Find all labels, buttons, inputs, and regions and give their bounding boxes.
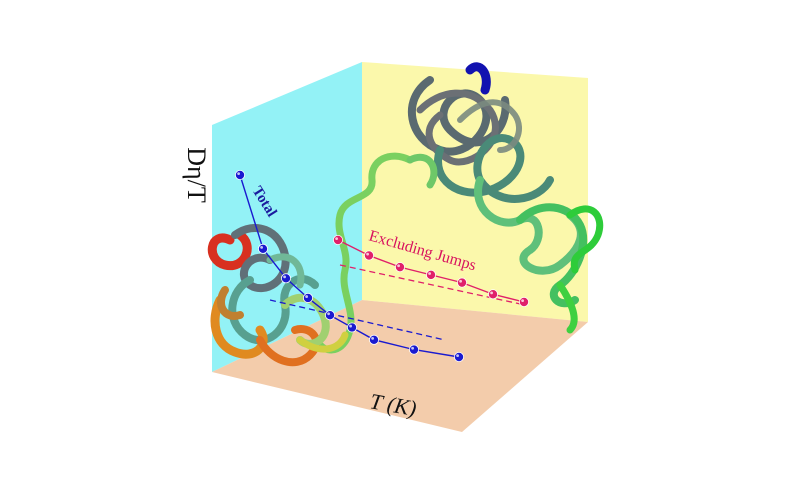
data-point-1-5 [487, 289, 498, 300]
data-point-highlight-1-6 [521, 299, 524, 302]
data-point-1-4 [456, 277, 467, 288]
y-axis-label: Dη/T [182, 147, 211, 203]
protein-tangle-right [408, 62, 604, 334]
data-point-highlight-0-0 [237, 172, 241, 176]
data-point-0-4 [324, 310, 335, 321]
data-point-highlight-1-1 [366, 252, 369, 256]
fit-line-1 [339, 264, 526, 306]
data-point-highlight-0-6 [371, 336, 374, 340]
data-point-highlight-0-4 [327, 312, 330, 316]
data-point-highlight-0-7 [411, 346, 414, 350]
data-point-highlight-0-3 [305, 295, 308, 298]
data-point-highlight-0-2 [283, 275, 286, 279]
data-point-0-7 [408, 344, 419, 355]
data-point-highlight-1-4 [459, 279, 462, 283]
data-point-0-6 [368, 334, 379, 345]
data-point-highlight-1-2 [397, 264, 400, 268]
data-point-0-2 [280, 273, 291, 284]
data-point-1-2 [394, 262, 405, 273]
data-point-1-1 [363, 250, 374, 261]
left-wall [212, 62, 362, 372]
data-point-0-5 [346, 322, 357, 333]
data-point-highlight-1-3 [428, 272, 431, 275]
series-total [234, 169, 464, 362]
data-point-1-0 [332, 234, 343, 245]
data-point-highlight-0-8 [456, 354, 459, 357]
series-excluding-jumps [332, 234, 530, 307]
data-point-0-3 [302, 292, 313, 303]
data-point-0-1 [257, 243, 268, 254]
data-point-0-0 [234, 169, 245, 180]
data-point-highlight-0-5 [349, 324, 352, 328]
data-point-1-6 [519, 296, 530, 307]
data-point-highlight-1-0 [335, 237, 338, 241]
data-point-1-3 [425, 269, 436, 280]
protein-tangle-left [207, 223, 349, 367]
data-point-highlight-0-1 [260, 245, 263, 249]
data-point-0-8 [453, 351, 464, 362]
data-point-highlight-1-5 [490, 291, 493, 295]
